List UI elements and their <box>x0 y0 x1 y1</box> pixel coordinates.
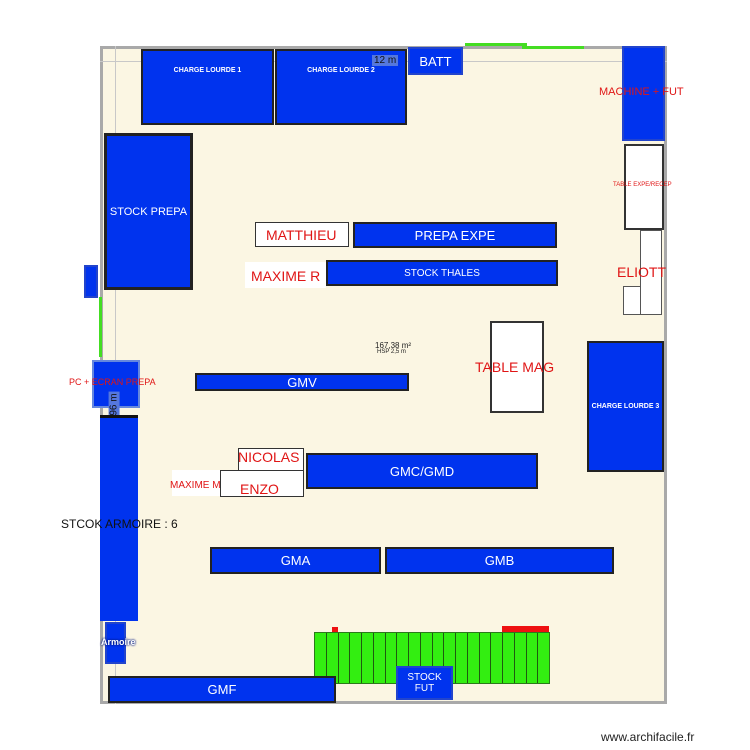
rack-bay <box>315 633 327 683</box>
rack-marker-left <box>332 627 338 632</box>
zone-stock-fut[interactable]: STOCK FUT <box>396 666 453 700</box>
table-mag-label: TABLE MAG <box>475 359 555 375</box>
area-label: 167,38 m² <box>375 341 412 350</box>
desk-maxime-r[interactable] <box>245 262 326 288</box>
zone-label: BATT <box>419 53 452 69</box>
person-enzo: ENZO <box>240 481 279 497</box>
zone-label: GMF <box>207 682 237 697</box>
rack-bay <box>350 633 362 683</box>
zone-gmv[interactable]: GMV <box>195 373 409 391</box>
zone-label: STOCK PREPA <box>109 205 188 218</box>
table-expe-recep[interactable] <box>624 144 664 230</box>
rack-bay <box>374 633 386 683</box>
zone-gmf[interactable]: GMF <box>108 676 336 703</box>
rack-bay <box>468 633 480 683</box>
window-top-2 <box>522 46 584 49</box>
rack-bay <box>433 633 445 683</box>
zone-armoire[interactable] <box>105 622 126 664</box>
rack-bay <box>515 633 527 683</box>
zone-label: GMC/GMD <box>389 463 455 479</box>
table-expe-recep-label: TABLE EXPE/RECEP <box>613 182 672 188</box>
rack-bay <box>339 633 351 683</box>
zone-batt[interactable]: BATT <box>408 47 463 75</box>
zone-stock-prepa[interactable]: STOCK PREPA <box>104 133 193 290</box>
rack-bay <box>491 633 503 683</box>
table-mag[interactable] <box>490 321 544 413</box>
desk-eliott-return <box>623 286 641 315</box>
rack-bay <box>527 633 539 683</box>
rack-marker-right <box>502 626 549 632</box>
cabinet-small-left[interactable] <box>84 265 98 298</box>
zone-gma[interactable]: GMA <box>210 547 381 574</box>
zone-label: PREPA EXPE <box>414 227 496 243</box>
armoire-label: Armoire <box>101 637 136 647</box>
desk-maxime-m[interactable] <box>172 470 220 496</box>
zone-stock-thales[interactable]: STOCK THALES <box>326 260 558 286</box>
zone-machine-fut[interactable] <box>622 46 665 141</box>
zone-charge-lourde-3[interactable]: CHARGE LOURDE 3 <box>587 341 664 472</box>
rack-bay <box>538 633 549 683</box>
zone-label: STOCK FUT <box>407 672 442 694</box>
person-maxime-r: MAXIME R <box>251 268 321 284</box>
height-label: HSP 2,5 m <box>377 349 406 355</box>
zone-armoire-stack[interactable] <box>100 415 138 621</box>
zone-prepa-expe[interactable]: PREPA EXPE <box>353 222 557 248</box>
rack-bay <box>386 633 398 683</box>
zone-label: GMB <box>484 553 515 568</box>
person-matthieu: MATTHIEU <box>266 227 337 243</box>
zone-label: GMV <box>287 374 317 390</box>
rack-bay <box>444 633 456 683</box>
machine-fut-label: MACHINE + FUT <box>599 86 684 98</box>
desk-enzo[interactable] <box>220 470 304 497</box>
pc-ecran-prepa-label: PC + ECRAN PREPA <box>69 377 156 387</box>
zone-label: STOCK THALES <box>404 267 480 279</box>
desk-matthieu[interactable] <box>255 222 349 247</box>
zone-charge-lourde-1[interactable]: CHARGE LOURDE 1 <box>141 49 274 125</box>
rack-bay <box>421 633 433 683</box>
person-nicolas: NICOLAS <box>238 449 300 465</box>
rack-bay <box>397 633 409 683</box>
window-top-1 <box>465 43 527 46</box>
rack-bay <box>362 633 374 683</box>
rack-bay <box>480 633 492 683</box>
zone-gmc-gmd[interactable]: GMC/GMD <box>306 453 538 489</box>
zone-label: CHARGE LOURDE 3 <box>591 403 660 410</box>
desk-eliott[interactable] <box>640 230 662 315</box>
dimension-width: 12 m <box>372 55 399 66</box>
zone-gmb[interactable]: GMB <box>385 547 614 574</box>
zone-label: CHARGE LOURDE 2 <box>307 67 375 74</box>
rack-bay <box>503 633 515 683</box>
person-eliott: ELIOTT <box>617 264 667 280</box>
window-left <box>99 297 102 357</box>
zone-label: CHARGE LOURDE 1 <box>173 67 242 74</box>
brand-watermark: www.archifacile.fr <box>601 730 695 744</box>
rack-bay <box>327 633 339 683</box>
stock-armoire-label: STCOK ARMOIRE : 6 <box>61 517 178 531</box>
rack-bay <box>456 633 468 683</box>
zone-label: GMA <box>280 553 311 568</box>
person-maxime-m: MAXIME M <box>170 480 221 491</box>
rack-bay <box>409 633 421 683</box>
